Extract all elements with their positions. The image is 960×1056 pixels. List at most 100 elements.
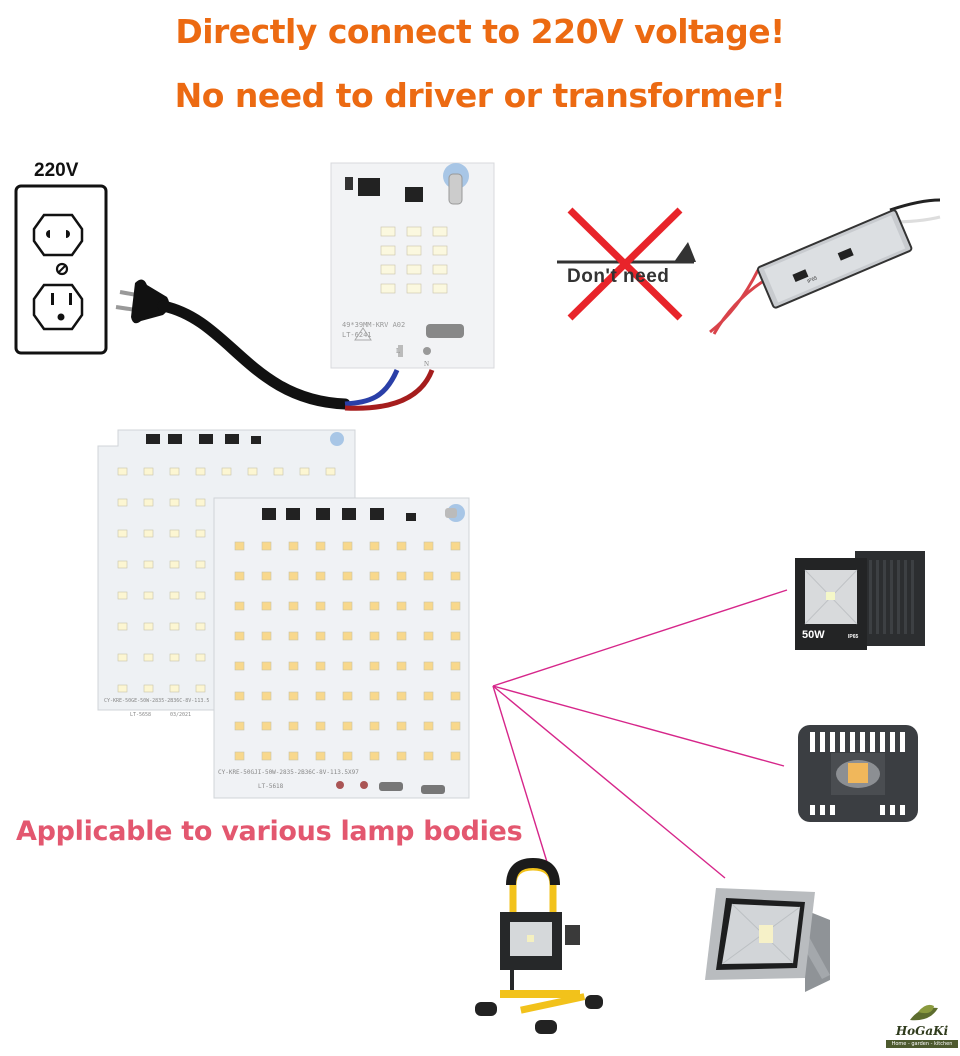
led-chip xyxy=(273,467,284,476)
led-chip xyxy=(234,691,245,701)
led-chip xyxy=(234,631,245,641)
led-chip xyxy=(406,283,422,294)
led-chip xyxy=(450,631,461,641)
led-chip xyxy=(143,653,154,662)
led-driver-icon xyxy=(709,198,941,335)
small-pcb-code-line-2: LT-6241 xyxy=(342,331,372,339)
led-chip xyxy=(369,631,380,641)
power-plug-icon xyxy=(115,279,435,411)
led-chip xyxy=(288,571,299,581)
led-chip xyxy=(195,591,206,600)
driver-rating-label: IP65 xyxy=(806,275,818,285)
led-chip xyxy=(169,591,180,600)
led-chip xyxy=(117,591,128,600)
led-chip xyxy=(143,498,154,507)
led-chip xyxy=(169,560,180,569)
led-chip xyxy=(261,691,272,701)
back-pcb-code: CY-KRE-50GE-50W-2835-2B36C-8V-113.5 xyxy=(104,698,210,704)
led-chip xyxy=(342,601,353,611)
led-chip xyxy=(234,601,245,611)
portable-work-light-icon xyxy=(475,857,603,1034)
led-chip xyxy=(450,751,461,761)
led-chip xyxy=(342,751,353,761)
led-chip xyxy=(423,571,434,581)
headline-line-2: No need to driver or transformer! xyxy=(174,76,786,115)
flood-light-50w-icon xyxy=(795,551,925,650)
led-chip xyxy=(288,661,299,671)
connector-line-3 xyxy=(492,685,726,879)
led-chip xyxy=(450,661,461,671)
front-led-grid xyxy=(234,541,461,761)
led-chip xyxy=(342,691,353,701)
led-chip xyxy=(169,653,180,662)
led-chip xyxy=(369,571,380,581)
led-chip xyxy=(396,631,407,641)
led-chip xyxy=(315,751,326,761)
led-chip xyxy=(342,631,353,641)
led-chip xyxy=(396,751,407,761)
small-led-pcb xyxy=(330,162,495,369)
led-chip xyxy=(234,721,245,731)
led-chip xyxy=(195,622,206,631)
led-chip xyxy=(117,622,128,631)
dont-need-label: Don't need xyxy=(567,266,670,287)
voltage-label: 220V xyxy=(34,160,79,181)
led-chip xyxy=(169,529,180,538)
power-outlet-icon xyxy=(14,184,108,355)
led-chip xyxy=(195,560,206,569)
connector-line-4 xyxy=(492,685,548,863)
led-chip xyxy=(380,245,396,256)
small-pcb-code: 49*39MM-KRV A02 LT-6241 xyxy=(342,320,405,340)
led-chip xyxy=(432,226,448,237)
led-chip xyxy=(315,571,326,581)
led-chip xyxy=(396,691,407,701)
led-chip xyxy=(406,245,422,256)
led-chip xyxy=(423,631,434,641)
led-chip xyxy=(396,601,407,611)
led-chip xyxy=(234,541,245,551)
led-chip xyxy=(195,498,206,507)
small-led-grid xyxy=(380,226,448,294)
led-chip xyxy=(315,631,326,641)
led-chip xyxy=(315,601,326,611)
led-chip xyxy=(261,661,272,671)
led-chip xyxy=(143,529,154,538)
led-chip xyxy=(288,721,299,731)
led-chip xyxy=(195,653,206,662)
logo-name: HoGaKi xyxy=(895,1024,949,1038)
hogaki-logo-icon xyxy=(910,1004,938,1021)
led-chip xyxy=(342,541,353,551)
connector-line-1 xyxy=(492,589,788,687)
led-chip xyxy=(117,560,128,569)
led-chip xyxy=(423,661,434,671)
led-chip xyxy=(450,601,461,611)
back-led-grid xyxy=(117,467,336,693)
small-pcb-code-line-1: 49*39MM-KRV A02 xyxy=(342,321,406,329)
led-chip xyxy=(423,541,434,551)
led-chip xyxy=(195,467,206,476)
led-chip xyxy=(143,467,154,476)
led-chip xyxy=(369,541,380,551)
led-chip xyxy=(234,571,245,581)
led-chip xyxy=(169,684,180,693)
led-chip xyxy=(315,691,326,701)
lamp-rating-label: IP65 xyxy=(848,634,859,640)
led-chip xyxy=(117,684,128,693)
caption-text: Applicable to various lamp bodies xyxy=(16,816,523,847)
led-chip xyxy=(169,467,180,476)
led-chip xyxy=(169,498,180,507)
led-chip xyxy=(261,721,272,731)
led-chip xyxy=(380,226,396,237)
led-chip xyxy=(450,541,461,551)
led-chip xyxy=(315,661,326,671)
led-chip xyxy=(432,264,448,275)
terminal-n-label: N xyxy=(424,360,429,368)
led-chip xyxy=(288,631,299,641)
front-pcb-model: LT-5618 xyxy=(258,783,284,790)
led-chip xyxy=(143,591,154,600)
led-chip xyxy=(369,691,380,701)
led-chip xyxy=(261,631,272,641)
flood-light-silver-icon xyxy=(705,888,830,992)
led-chip xyxy=(221,467,232,476)
